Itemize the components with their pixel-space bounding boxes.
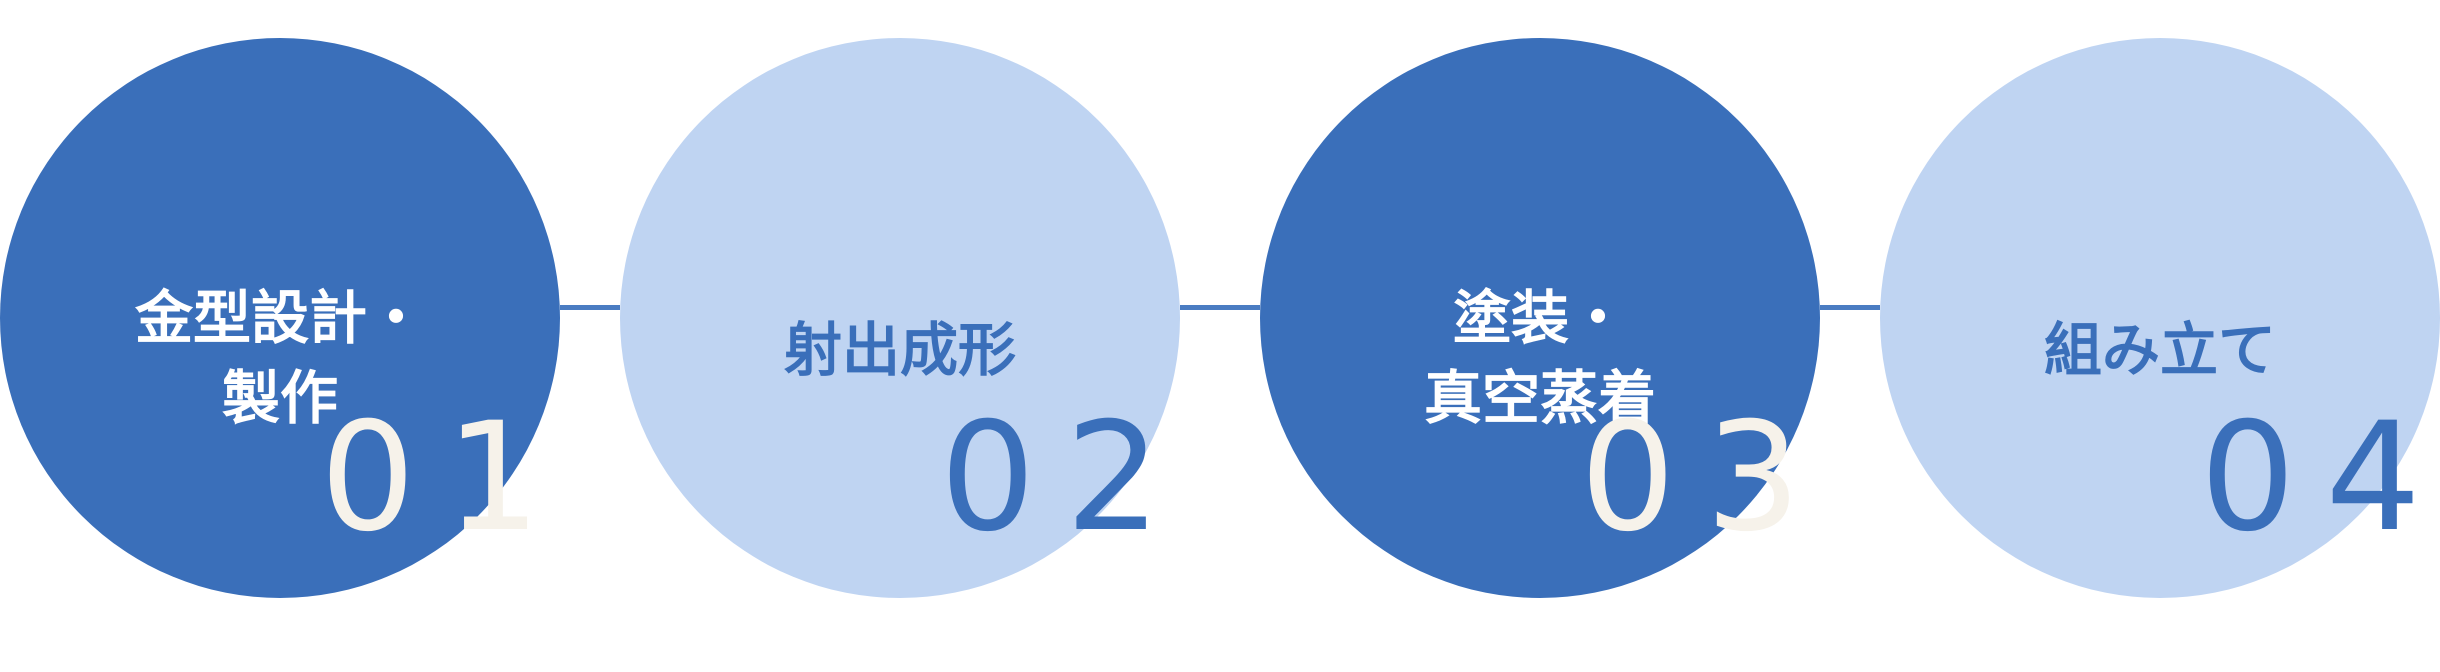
step-circle <box>0 38 560 598</box>
step-label-line: 組み立て <box>2043 316 2276 384</box>
process-step-4: 組み立て 04 <box>1880 38 2440 598</box>
step-label: 塗装・ 真空蒸着 <box>1260 278 1820 438</box>
process-step-3: 塗装・ 真空蒸着 03 <box>1260 38 1820 598</box>
process-step-1: 金型設計・ 製作 01 <box>0 38 560 598</box>
step-circle <box>1880 38 2440 598</box>
step-label: 射出成形 <box>620 310 1180 390</box>
step-label-line: 塗装・ <box>1452 284 1627 352</box>
connector-line-1 <box>560 305 620 310</box>
process-step-2: 射出成形 02 <box>620 38 1180 598</box>
step-label-line: 射出成形 <box>783 316 1016 384</box>
step-circle <box>1260 38 1820 598</box>
step-label: 金型設計・ 製作 <box>0 278 560 438</box>
step-label-line: 真空蒸着 <box>1423 364 1656 432</box>
step-number: 01 <box>320 391 571 565</box>
connector-line-3 <box>1820 305 1880 310</box>
connector-line-2 <box>1180 305 1260 310</box>
step-number: 04 <box>2200 391 2440 565</box>
step-circle <box>620 38 1180 598</box>
step-label-line: 金型設計・ <box>134 284 425 352</box>
step-number: 03 <box>1580 391 1831 565</box>
step-number: 02 <box>940 391 1191 565</box>
step-label-line: 製作 <box>221 364 338 432</box>
step-label: 組み立て <box>1880 310 2440 390</box>
